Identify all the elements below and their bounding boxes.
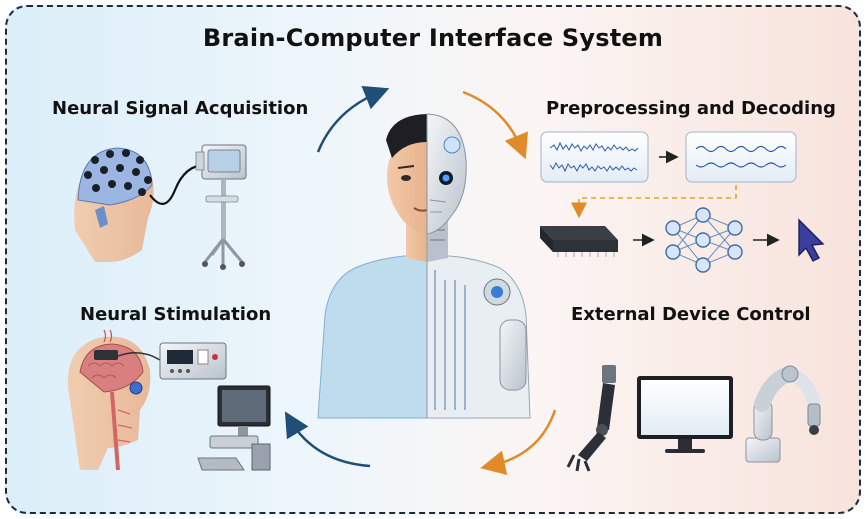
label-neural-signal-acquisition: Neural Signal Acquisition <box>52 98 309 119</box>
eeg-amplifier-icon <box>195 144 247 270</box>
filtered-signal-icon <box>685 131 797 183</box>
desktop-computer-icon <box>197 385 271 471</box>
eeg-cap-head-icon <box>74 147 206 262</box>
cycle-arrow-top-left <box>316 85 390 153</box>
label-neural-stimulation: Neural Stimulation <box>80 304 272 325</box>
industrial-robot-icon <box>745 365 821 463</box>
cycle-arrow-bottom-left <box>284 411 371 468</box>
label-external-device-control: External Device Control <box>571 304 811 325</box>
neural-network-icon <box>665 207 743 273</box>
cycle-arrow-top-right <box>462 90 528 160</box>
stimulation-head-icon <box>67 329 151 471</box>
label-preprocessing-decoding: Preprocessing and Decoding <box>546 98 836 119</box>
raw-signal-icon <box>540 131 649 183</box>
monitor-icon <box>637 376 733 453</box>
robotic-arm-icon <box>566 365 616 472</box>
stimulator-device-icon <box>117 342 227 380</box>
human-cyborg-icon <box>317 113 531 419</box>
processor-chip-icon <box>540 226 618 257</box>
cursor-icon <box>798 218 825 262</box>
cycle-arrow-bottom-right <box>480 409 557 475</box>
diagram-title: Brain-Computer Interface System <box>202 24 664 52</box>
dashed-arrow-to-chip <box>571 185 737 219</box>
